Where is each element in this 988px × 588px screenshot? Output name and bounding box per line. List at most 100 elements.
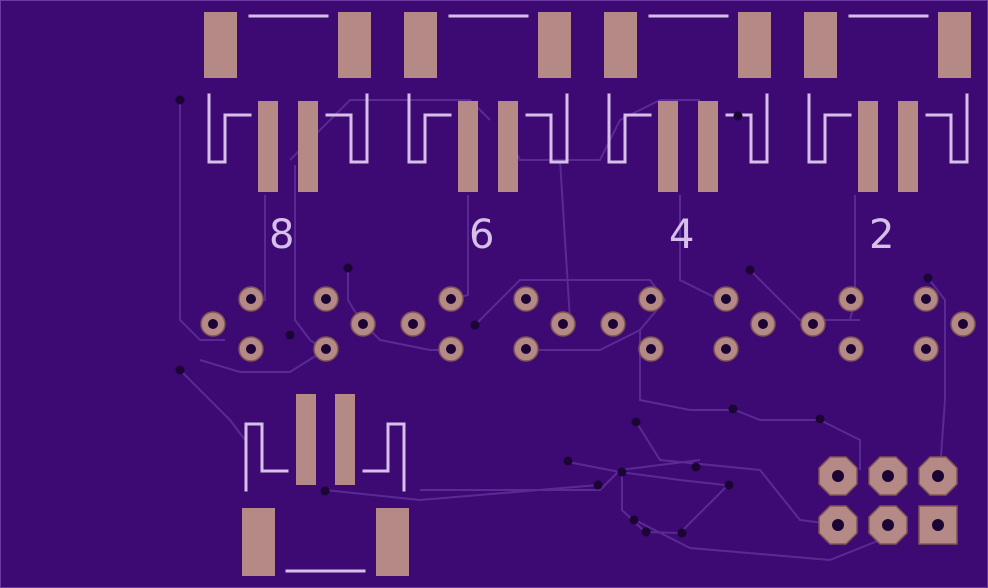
through-hole-pad: [913, 336, 939, 362]
smd-pad: [898, 101, 918, 192]
smd-pad: [538, 12, 571, 78]
channel-label: 8: [269, 212, 294, 258]
via: [815, 414, 825, 424]
trace: [927, 277, 946, 471]
through-hole-pad: [313, 286, 339, 312]
trace: [347, 268, 450, 351]
silk-outline: [325, 93, 369, 164]
silk-outline: [525, 93, 569, 164]
channel-label: 2: [869, 212, 894, 258]
smd-pad: [242, 508, 275, 576]
header-pin: [918, 456, 958, 496]
through-hole-pad: [638, 336, 664, 362]
via: [617, 467, 627, 477]
via: [175, 365, 185, 375]
via: [745, 265, 755, 275]
silk-outline: [925, 93, 969, 164]
trace: [449, 195, 469, 301]
smd-pad: [938, 12, 971, 78]
trace: [634, 419, 841, 526]
through-hole-pad: [200, 311, 226, 337]
smd-pad: [335, 394, 355, 485]
silk-outline: [807, 93, 852, 164]
via-group: [175, 95, 933, 538]
through-hole-pad: [838, 286, 864, 312]
via: [563, 456, 573, 466]
through-hole-pad: [713, 286, 739, 312]
via: [728, 404, 738, 414]
through-hole-pad: [313, 336, 339, 362]
via: [677, 528, 687, 538]
trace: [179, 100, 225, 341]
smd-pad: [338, 12, 371, 78]
through-hole-pad: [513, 336, 539, 362]
silk-outline: [725, 93, 769, 164]
via: [343, 263, 353, 273]
through-hole-pad: [638, 286, 664, 312]
via: [631, 417, 641, 427]
trace: [199, 349, 326, 373]
via: [691, 462, 701, 472]
smd-pad: [804, 12, 837, 78]
via: [629, 515, 639, 525]
smd-pad: [204, 12, 237, 78]
through-hole-pad: [713, 336, 739, 362]
smd-pad: [258, 101, 278, 192]
smd-pad: [738, 12, 771, 78]
through-hole-pad: [350, 311, 376, 337]
trace: [474, 279, 667, 351]
header-pin: [868, 505, 908, 545]
header-pin: [818, 456, 858, 496]
trace: [634, 519, 881, 562]
trace: [179, 369, 246, 441]
smd-pad: [296, 394, 316, 485]
through-hole-pad: [513, 286, 539, 312]
through-hole-pad: [238, 336, 264, 362]
header-pin-square: [918, 505, 958, 545]
through-hole-pad: [438, 336, 464, 362]
channel-label: 6: [469, 212, 494, 258]
trace: [679, 195, 721, 301]
top-pad-row: [204, 12, 971, 78]
smd-pad: [604, 12, 637, 78]
smd-pad: [858, 101, 878, 192]
middle-pad-row: [258, 101, 918, 192]
via: [923, 273, 933, 283]
smd-pad: [658, 101, 678, 192]
via: [724, 480, 734, 490]
silk-outline: [407, 93, 452, 164]
trace: [621, 472, 729, 535]
through-hole-pad: [438, 286, 464, 312]
bottom-switch: [242, 394, 409, 576]
smd-pad: [698, 101, 718, 192]
trace: [250, 195, 266, 301]
through-hole-pad: [838, 336, 864, 362]
via: [593, 480, 603, 490]
header-pin: [868, 456, 908, 496]
trace: [639, 330, 820, 421]
channel-label: 4: [669, 212, 694, 258]
smd-pad: [498, 101, 518, 192]
silk-outline: [607, 93, 652, 164]
through-hole-pad: [950, 311, 976, 337]
pin-header: [818, 456, 958, 545]
smd-pad: [404, 12, 437, 78]
trace: [819, 419, 861, 470]
through-hole-pad: [800, 311, 826, 337]
through-hole-pad: [600, 311, 626, 337]
through-hole-pad: [750, 311, 776, 337]
trace: [420, 459, 701, 491]
smd-pad: [458, 101, 478, 192]
via: [641, 527, 651, 537]
trace: [324, 484, 599, 502]
silk-outline: [207, 93, 252, 164]
through-hole-pad: [550, 311, 576, 337]
via: [285, 330, 295, 340]
through-hole-pad: [913, 286, 939, 312]
via: [733, 111, 743, 121]
through-hole-pad: [238, 286, 264, 312]
switch-silk-row: [207, 93, 969, 164]
trace: [559, 159, 571, 321]
via: [320, 486, 330, 496]
